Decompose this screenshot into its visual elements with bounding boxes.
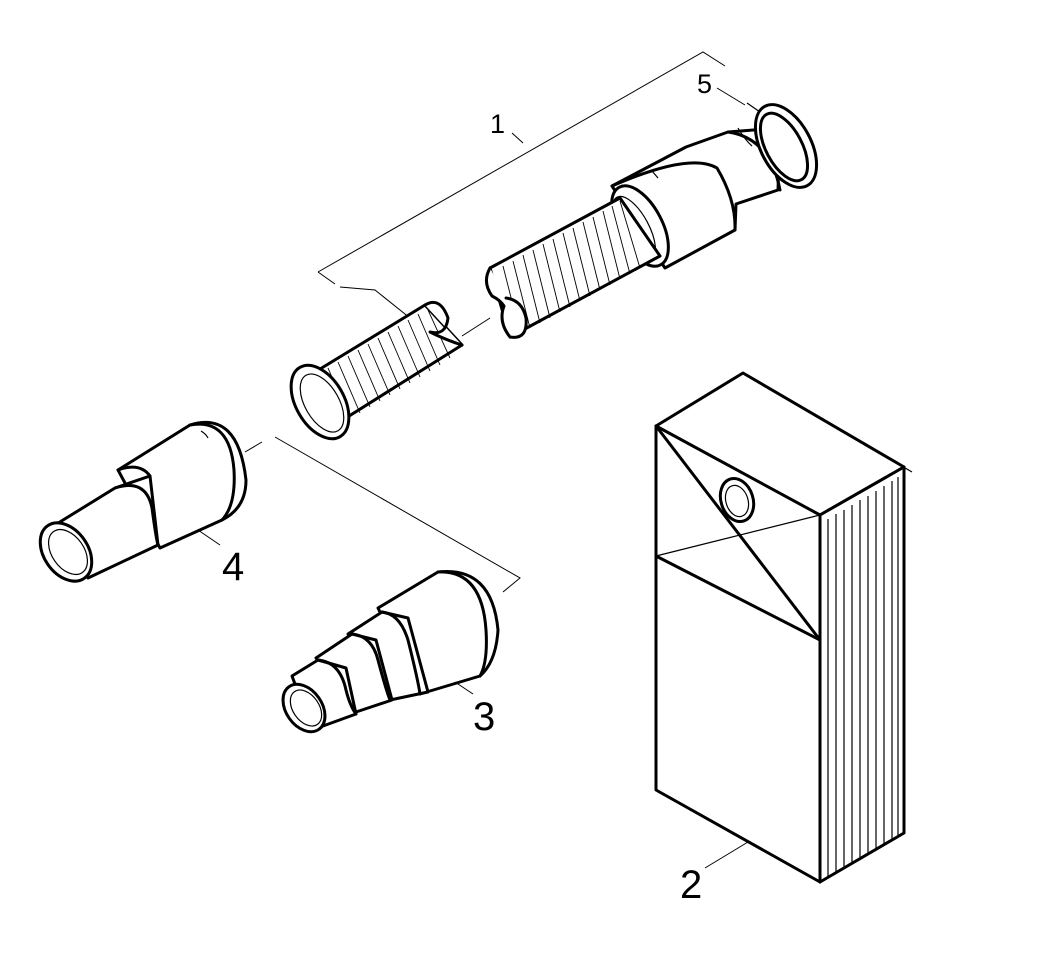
hose-short — [289, 300, 464, 441]
item-1-bracket — [317, 51, 726, 319]
filter-bag — [654, 371, 913, 884]
adapter-large — [38, 420, 248, 583]
filter-bag-stack-lines — [751, 378, 913, 877]
callout-2: 2 — [680, 863, 702, 907]
hose-long-with-cuff — [485, 126, 782, 339]
callout-4: 4 — [222, 545, 244, 589]
seal-ring — [716, 87, 819, 189]
adapter-small — [281, 569, 500, 734]
callout-3: 3 — [473, 695, 495, 739]
callout-5: 5 — [697, 69, 712, 99]
callout-1: 1 — [490, 109, 505, 139]
